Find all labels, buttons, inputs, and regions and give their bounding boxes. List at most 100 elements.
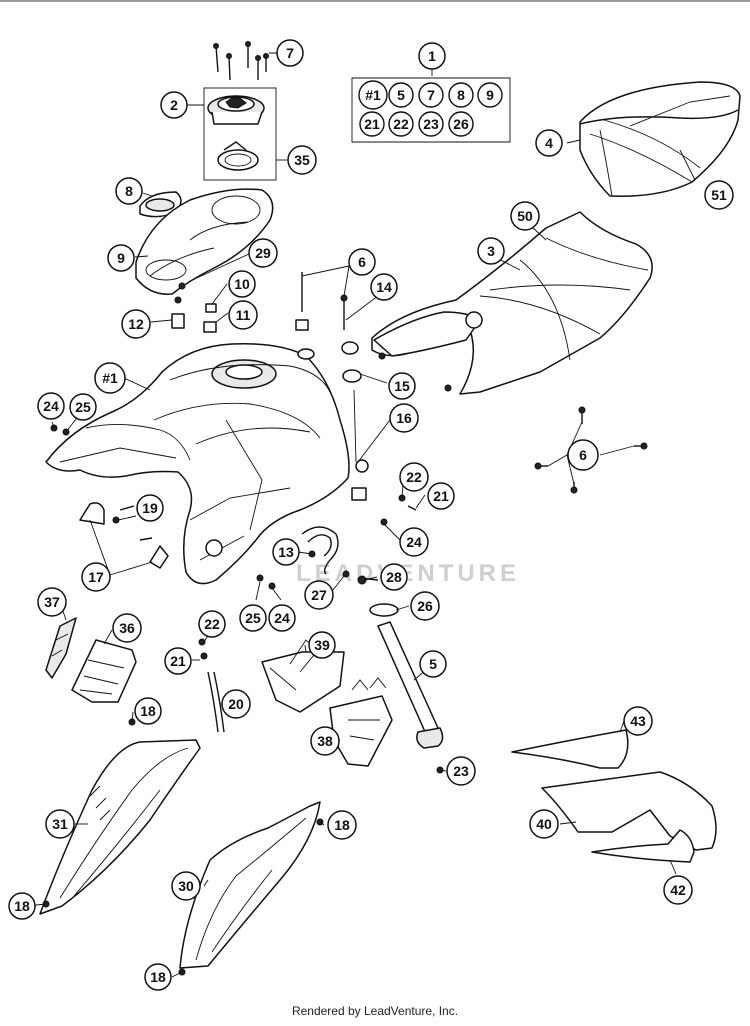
callout-circle <box>268 604 296 632</box>
tank-hardware <box>50 272 417 590</box>
callout-label: 26 <box>417 598 433 614</box>
callout-39: 39 <box>308 631 336 659</box>
kit-member-circle <box>388 82 414 108</box>
callout-circle <box>327 810 357 840</box>
callout-21a: 21 <box>427 482 455 510</box>
callout-circle <box>239 604 267 632</box>
callout-18a: 18 <box>134 697 162 725</box>
callout-20: 20 <box>221 689 251 719</box>
callout-circle <box>107 244 135 272</box>
callout-label: 5 <box>429 656 437 672</box>
callout-label: 23 <box>453 763 469 779</box>
kit-member-label: 21 <box>364 116 380 132</box>
callout-circle <box>160 91 188 119</box>
callout-h1: #1 <box>94 362 126 394</box>
callout-circle <box>164 647 192 675</box>
callout-circle <box>248 238 278 268</box>
callout-label: 18 <box>140 703 156 719</box>
kit-member-label: 22 <box>393 116 409 132</box>
callout-circle <box>663 875 693 905</box>
callout-label: 2 <box>170 97 178 113</box>
callout-circle <box>535 129 563 157</box>
callout-label: 25 <box>245 610 261 626</box>
callout-51: 51 <box>704 180 734 210</box>
kit-member-label: 9 <box>486 87 494 103</box>
callout-label: 22 <box>204 616 220 632</box>
callout-label: 17 <box>88 569 104 585</box>
callout-circle <box>308 631 336 659</box>
callout-label: 31 <box>52 816 68 832</box>
callout-circle <box>704 180 734 210</box>
callout-label: 3 <box>487 243 495 259</box>
front-seat <box>371 211 653 395</box>
callout-label: 7 <box>286 45 294 61</box>
callout-circle <box>112 613 142 643</box>
callout-circle <box>446 756 476 786</box>
callout-circle <box>310 726 340 756</box>
kit-member-circle <box>358 80 388 110</box>
side-panel-left <box>39 718 201 915</box>
callout-label: 20 <box>228 696 244 712</box>
fuel-tank <box>45 343 369 585</box>
callout-label: 27 <box>311 587 327 603</box>
callout-43: 43 <box>623 706 653 736</box>
callout-label: 14 <box>376 279 392 295</box>
callout-label: 29 <box>255 245 271 261</box>
callout-16: 16 <box>389 403 419 433</box>
callout-label: 51 <box>711 187 727 203</box>
callout-50: 50 <box>510 201 540 231</box>
callout-label: 12 <box>128 316 144 332</box>
callout-27: 27 <box>304 580 334 610</box>
callout-label: 39 <box>314 637 330 653</box>
kit-member-circle <box>477 82 503 108</box>
kit-member-label: 26 <box>453 116 469 132</box>
callout-circle <box>37 392 65 420</box>
callout-label: 21 <box>433 488 449 504</box>
part-38 <box>329 677 393 767</box>
callout-circle <box>81 562 111 592</box>
callout-37: 37 <box>37 587 67 617</box>
callout-circle <box>115 177 143 205</box>
callout-40: 40 <box>529 809 559 839</box>
callout-circle <box>304 580 334 610</box>
callout-24a: 24 <box>37 392 65 420</box>
callout-24c: 24 <box>268 604 296 632</box>
callout-label: 25 <box>75 399 91 415</box>
callout-circle <box>228 270 256 298</box>
callout-circle <box>94 362 126 394</box>
callout-21b: 21 <box>164 647 192 675</box>
kit-member-label: 7 <box>427 87 435 103</box>
watermark: LEADVENTURE <box>296 560 520 587</box>
callout-label: 8 <box>125 183 133 199</box>
callout-circle <box>69 393 97 421</box>
callout-29: 29 <box>248 238 278 268</box>
callout-label: 6 <box>579 447 587 463</box>
callout-label: #1 <box>102 370 118 386</box>
callout-label: 24 <box>406 534 422 550</box>
callout-6a: 6 <box>348 248 376 276</box>
callout-circle <box>144 963 172 991</box>
callout-14: 14 <box>370 273 398 301</box>
callout-label: 28 <box>386 569 402 585</box>
callout-label: 35 <box>294 152 310 168</box>
callout-label: 24 <box>43 398 59 414</box>
kit-member-circle <box>418 111 444 137</box>
filler-neck <box>369 603 444 774</box>
callout-15: 15 <box>388 372 416 400</box>
callout-label: 15 <box>394 378 410 394</box>
callout-circle <box>399 462 429 492</box>
callout-label: 10 <box>234 276 250 292</box>
callout-8a: 8 <box>115 177 143 205</box>
callout-circle <box>418 42 446 70</box>
callout-label: 13 <box>278 544 294 560</box>
callout-7a: 7 <box>276 39 304 67</box>
callout-13: 13 <box>272 538 300 566</box>
callout-circle <box>8 892 36 920</box>
callout-label: 43 <box>630 713 646 729</box>
fuel-cap-assembly <box>203 87 277 181</box>
callout-circle <box>136 494 164 522</box>
callout-circle <box>198 610 226 638</box>
fuel-cap-screws <box>213 41 269 81</box>
decals <box>511 729 717 863</box>
